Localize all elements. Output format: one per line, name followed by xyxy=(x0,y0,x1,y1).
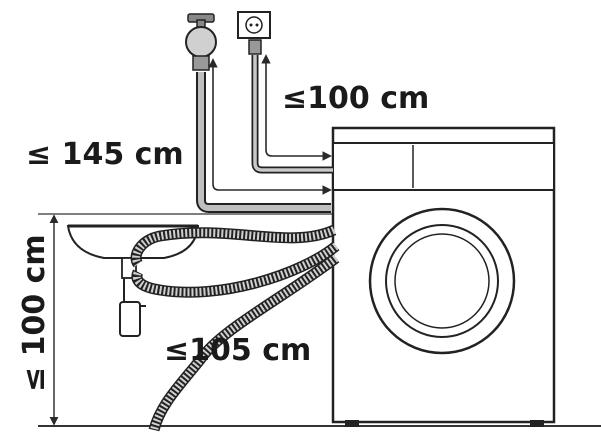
power-cord-length-label: ≤100 cm xyxy=(282,81,429,116)
inlet-hose-length-label: ≤ 145 cm xyxy=(26,137,184,172)
water-tap-icon xyxy=(185,13,217,71)
machine-door xyxy=(368,207,516,355)
cord-length-arrow xyxy=(261,54,332,161)
drain-hose xyxy=(130,224,340,432)
power-cord xyxy=(251,55,333,174)
drain-height-label: ≤ 100 cm xyxy=(17,234,52,392)
washing-machine xyxy=(331,126,556,427)
drain-hose-length-label: ≤105 cm xyxy=(164,333,311,368)
water-inlet-hose xyxy=(196,72,331,213)
inlet-length-arrow xyxy=(208,58,332,195)
power-socket-icon xyxy=(237,11,271,55)
